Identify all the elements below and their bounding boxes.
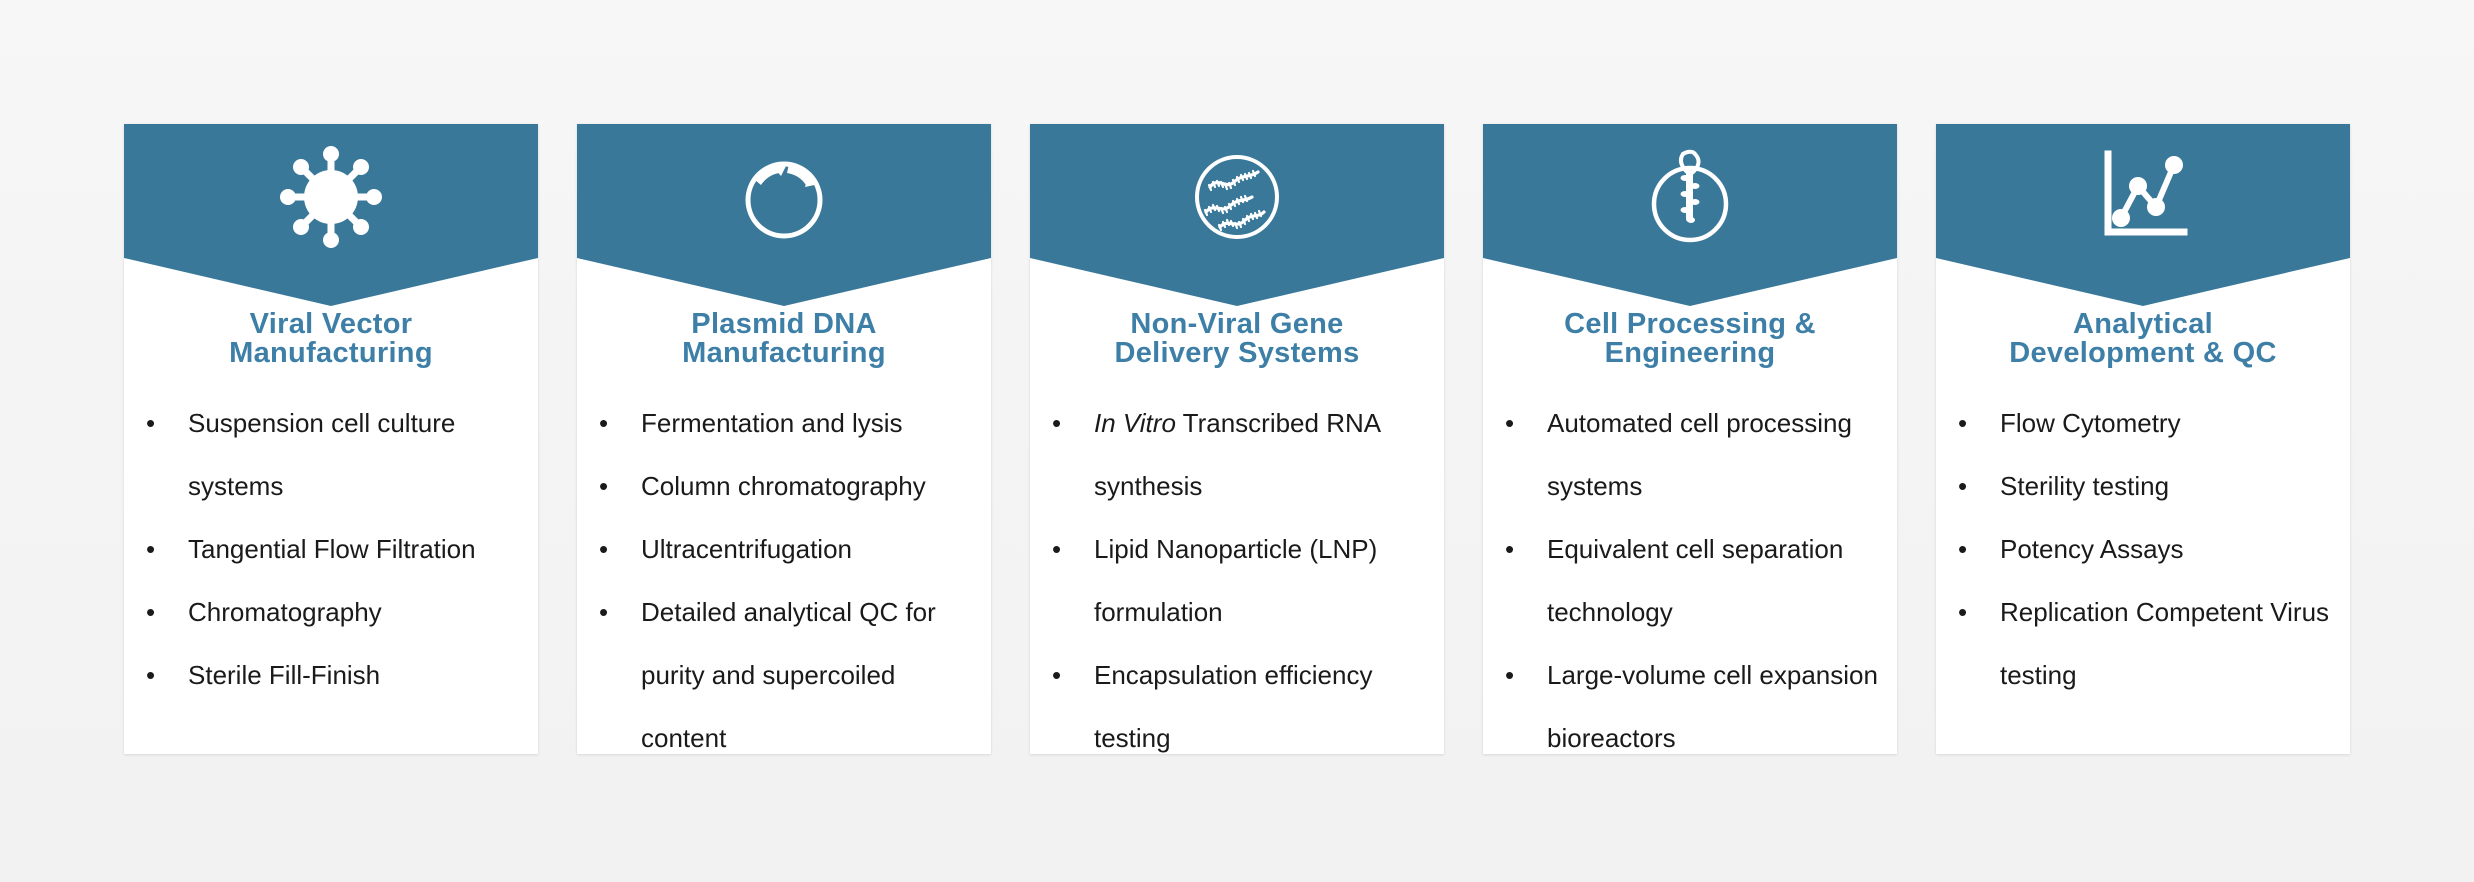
list-item: • Suspension cell culture systems	[142, 392, 524, 518]
list-item-label: Suspension cell culture systems	[188, 408, 456, 501]
list-item-label: Sterility testing	[2000, 471, 2170, 501]
bullet-dot: •	[1958, 597, 1968, 627]
bullet-dot: •	[146, 408, 156, 438]
card-non-viral-gene-delivery-systems[interactable]: Non-Viral Gene Delivery Systems • In Vitr…	[1030, 124, 1444, 754]
list-item-label: Transcribed RNA synthesis	[1094, 408, 1380, 501]
card-analytical-development-qc[interactable]: Analytical Development & QC • Flow Cytome…	[1936, 124, 2350, 754]
list-item: • Encapsulation efficiency testing	[1048, 644, 1430, 754]
list-item: • In Vitro Transcribed RNA synthesis	[1048, 392, 1430, 518]
list-item-label: Lipid Nanoparticle (LNP) formulation	[1094, 534, 1378, 627]
list-item: • Detailed analytical QC for purity and s…	[595, 581, 977, 754]
card-bullet-list: • Automated cell processing systems • Equi…	[1483, 392, 1897, 754]
list-item-label: Sterile Fill-Finish	[188, 660, 381, 690]
bullet-dot: •	[599, 471, 609, 501]
card-title-line-1: Viral Vector	[249, 308, 413, 340]
bullet-dot: •	[1505, 534, 1515, 564]
card-title-line-1: Non-Viral Gene	[1130, 308, 1344, 340]
list-item-label: Fermentation and lysis	[641, 408, 903, 438]
card-title: Viral Vector Manufacturing	[124, 310, 538, 368]
card-bullet-list: • In Vitro Transcribed RNA synthesis • Lip…	[1030, 392, 1444, 754]
list-item-label: Ultracentrifugation	[641, 534, 852, 564]
card-title-line-2: Development & QC	[2009, 337, 2277, 369]
card-header-banner	[1483, 124, 1897, 306]
card-title-line-2: Manufacturing	[682, 337, 886, 369]
bullet-dot: •	[1052, 534, 1062, 564]
list-item-label: Detailed analytical QC for purity and su…	[641, 597, 936, 753]
list-item: • Replication Competent Virus testing	[1954, 581, 2336, 707]
list-item: • Automated cell processing systems	[1501, 392, 1883, 518]
list-item: • Column chromatography	[595, 455, 977, 518]
list-item-label: Automated cell processing systems	[1547, 408, 1852, 501]
list-item: • Fermentation and lysis	[595, 392, 977, 455]
bullet-dot: •	[146, 534, 156, 564]
list-item: • Lipid Nanoparticle (LNP) formulation	[1048, 518, 1430, 644]
list-item: • Potency Assays	[1954, 518, 2336, 581]
card-header-banner	[1030, 124, 1444, 306]
list-item: • Equivalent cell separation technology	[1501, 518, 1883, 644]
card-title: Analytical Development & QC	[1936, 310, 2350, 368]
list-item-label: Tangential Flow Filtration	[188, 534, 476, 564]
list-item: • Chromatography	[142, 581, 524, 644]
card-title-line-2: Delivery Systems	[1114, 337, 1360, 369]
card-viral-vector-manufacturing[interactable]: Viral Vector Manufacturing • Suspension c…	[124, 124, 538, 754]
bullet-dot: •	[146, 597, 156, 627]
card-bullet-list: • Flow Cytometry • Sterility testing • Pote…	[1936, 392, 2350, 707]
bullet-dot: •	[1505, 408, 1515, 438]
bullet-dot: •	[1052, 660, 1062, 690]
bullet-dot: •	[146, 660, 156, 690]
card-title: Plasmid DNA Manufacturing	[577, 310, 991, 368]
card-header-banner	[1936, 124, 2350, 306]
card-title-line-1: Cell Processing &	[1564, 308, 1816, 340]
card-title-line-1: Analytical	[2073, 308, 2213, 340]
card-cell-processing-engineering[interactable]: Cell Processing & Engineering • Automated…	[1483, 124, 1897, 754]
bullet-dot: •	[599, 534, 609, 564]
list-item-label: Equivalent cell separation technology	[1547, 534, 1844, 627]
list-item: • Sterile Fill-Finish	[142, 644, 524, 707]
list-item: • Sterility testing	[1954, 455, 2336, 518]
list-item: • Ultracentrifugation	[595, 518, 977, 581]
bullet-dot: •	[1958, 408, 1968, 438]
list-item-label: Column chromatography	[641, 471, 926, 501]
bullet-dot: •	[1505, 660, 1515, 690]
list-item-label: Replication Competent Virus testing	[2000, 597, 2330, 690]
bullet-dot: •	[599, 408, 609, 438]
card-bullet-list: • Fermentation and lysis • Column chromato…	[577, 392, 991, 754]
list-item-label: Flow Cytometry	[2000, 408, 2181, 438]
list-item-label: Encapsulation efficiency testing	[1094, 660, 1373, 753]
capability-cards-row: Viral Vector Manufacturing • Suspension c…	[124, 124, 2350, 754]
card-title-line-1: Plasmid DNA	[691, 308, 877, 340]
card-header-banner	[577, 124, 991, 306]
bullet-dot: •	[599, 597, 609, 627]
card-plasmid-dna-manufacturing[interactable]: Plasmid DNA Manufacturing • Fermentation …	[577, 124, 991, 754]
card-header-banner	[124, 124, 538, 306]
card-title-line-2: Engineering	[1604, 337, 1776, 369]
card-title: Non-Viral Gene Delivery Systems	[1030, 310, 1444, 368]
list-item-label: Chromatography	[188, 597, 382, 627]
list-item: • Tangential Flow Filtration	[142, 518, 524, 581]
bullet-dot: •	[1052, 408, 1062, 438]
list-item-label: Potency Assays	[2000, 534, 2184, 564]
list-item: • Flow Cytometry	[1954, 392, 2336, 455]
card-title-line-2: Manufacturing	[229, 337, 433, 369]
list-item-emphasis: In Vitro	[1094, 408, 1176, 438]
bullet-dot: •	[1958, 471, 1968, 501]
card-title: Cell Processing & Engineering	[1483, 310, 1897, 368]
bullet-dot: •	[1958, 534, 1968, 564]
card-bullet-list: • Suspension cell culture systems • Tangen…	[124, 392, 538, 707]
list-item-label: Large-volume cell expansion bioreactors	[1547, 660, 1878, 753]
list-item: • Large-volume cell expansion bioreactors	[1501, 644, 1883, 754]
